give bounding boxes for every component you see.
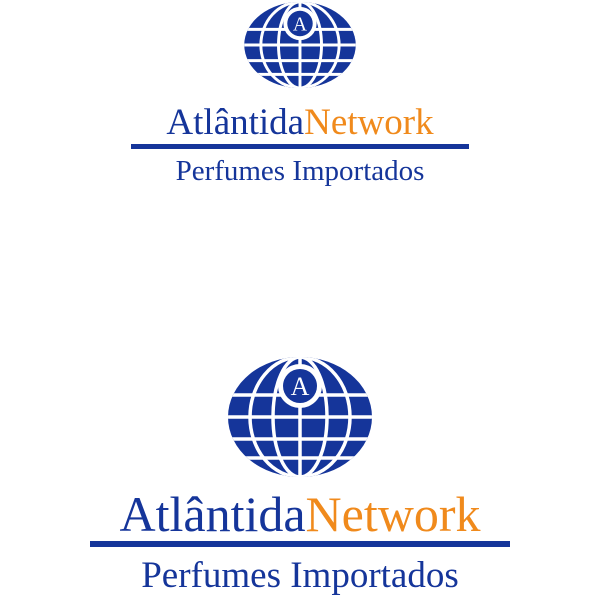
tagline: Perfumes Importados (175, 155, 425, 187)
emblem-letter: A (293, 14, 307, 35)
globe-emblem-icon: A (228, 357, 372, 477)
divider-rule (131, 144, 469, 149)
wordmark-network: Network (304, 102, 434, 143)
wordmark-network: Network (305, 486, 481, 542)
globe-emblem-icon: A (244, 1, 356, 89)
wordmark: AtlântidaNetwork (119, 489, 480, 539)
wordmark-atlantida: Atlântida (119, 486, 306, 542)
emblem-letter: A (291, 372, 310, 401)
divider-rule (90, 541, 510, 547)
logo-large: A AtlântidaNetwork Perfumes Importados (0, 355, 600, 594)
tagline: Perfumes Importados (141, 555, 459, 596)
wordmark-atlantida: Atlântida (166, 102, 305, 143)
wordmark: AtlântidaNetwork (166, 104, 433, 141)
logo-small: A AtlântidaNetwork Perfumes Importados (0, 0, 600, 186)
